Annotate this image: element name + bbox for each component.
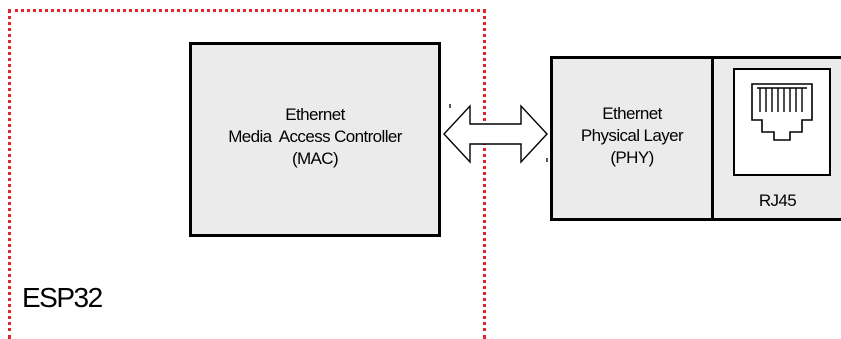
phy-line2: Physical Layer: [580, 126, 684, 145]
rj45-jack-drawing: [751, 83, 813, 141]
mac-line2: Media Access Controller: [228, 127, 402, 146]
phy-rj45-divider: [711, 56, 714, 221]
esp32-boundary: [8, 9, 486, 339]
phy-text: Ethernet Physical Layer (PHY): [553, 103, 711, 169]
connector-tick: [546, 158, 548, 162]
mac-text: Ethernet Media Access Controller (MAC): [189, 104, 441, 170]
double-headed-arrow-icon: [443, 104, 548, 164]
mac-block: [189, 42, 441, 237]
phy-line1: Ethernet: [602, 104, 662, 123]
rj45-jack-icon: [733, 68, 831, 176]
phy-line3: (PHY): [610, 148, 654, 167]
mac-line1: Ethernet: [285, 105, 345, 124]
esp32-label: ESP32: [22, 282, 103, 313]
rj45-label: RJ45: [758, 191, 797, 210]
diagram-canvas: ESP32 Ethernet Media Access Controller (…: [8, 9, 841, 339]
mac-line3: (MAC): [291, 149, 339, 168]
connector-tick: [449, 104, 451, 108]
